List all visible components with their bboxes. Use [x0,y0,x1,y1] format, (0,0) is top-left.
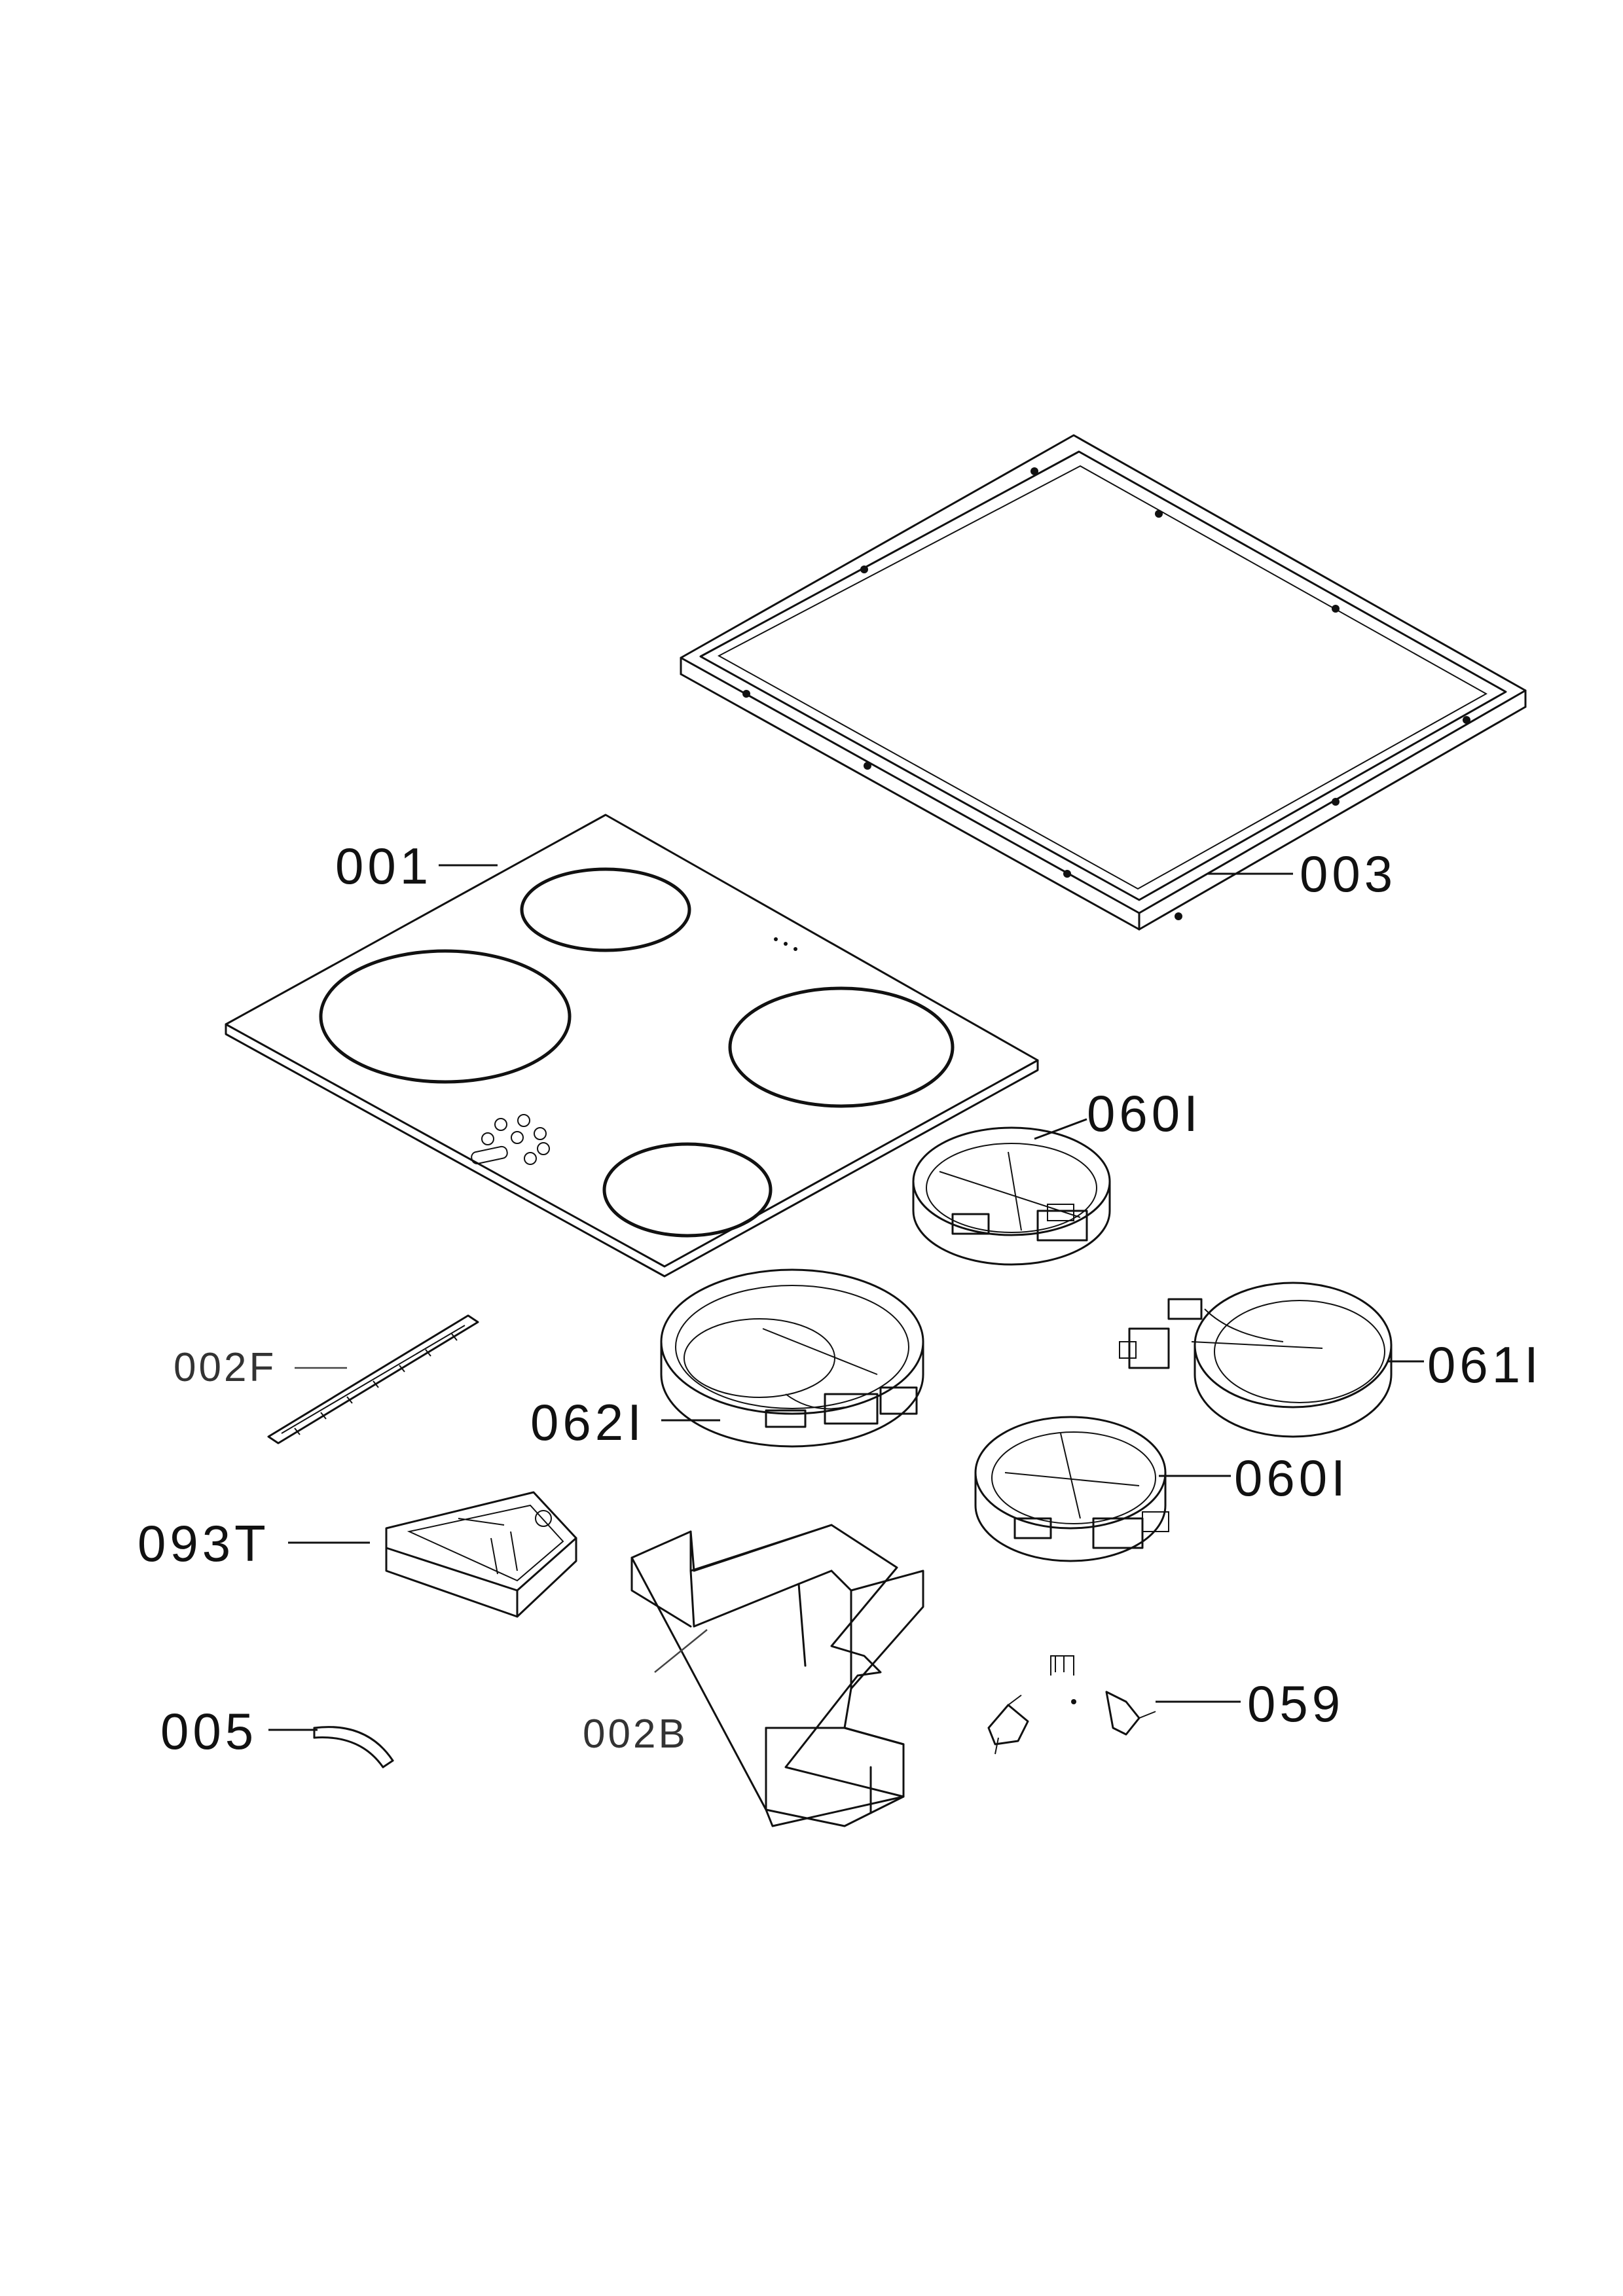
callout-060I-lower: 060I [1234,1449,1349,1507]
callout-001: 001 [335,837,432,895]
leader-lines [268,864,1424,1731]
callout-060I-upper: 060I [1087,1085,1202,1142]
brackets-part [987,1655,1156,1755]
seal-back-part [630,1524,924,1827]
callout-059: 059 [1247,1675,1344,1732]
callout-002B: 002B [583,1712,688,1757]
callout-005: 005 [160,1702,257,1760]
clip-part [313,1726,394,1768]
radiant-element-right [1119,1282,1393,1438]
callouts: 001 003 060I 061I 062I 060I 002F 093T 00… [137,837,1542,1760]
callout-002F: 002F [173,1345,276,1390]
terminal-cover-part [385,1491,577,1618]
callout-062I: 062I [530,1393,646,1451]
control-symbols [471,937,797,1165]
radiant-element-small-upper [912,1126,1111,1266]
frame-part [680,434,1527,931]
callout-061I: 061I [1427,1336,1542,1393]
radiant-element-large [660,1268,924,1448]
glass-top-part [225,814,1039,1278]
callout-093T: 093T [137,1515,270,1572]
seal-strip-front [267,1314,479,1444]
callout-003: 003 [1300,845,1396,903]
radiant-element-small-lower [974,1416,1169,1562]
